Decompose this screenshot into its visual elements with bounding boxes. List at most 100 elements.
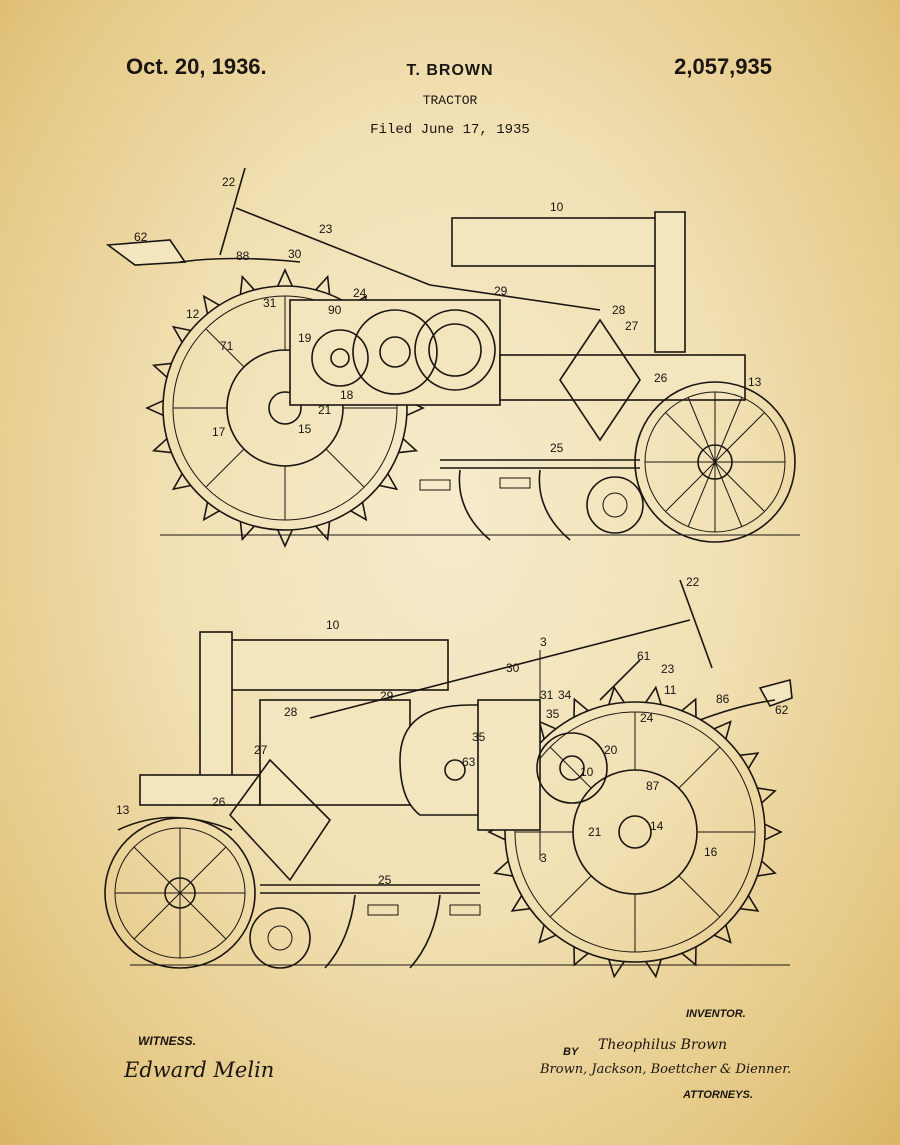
- reference-numeral: 22: [222, 175, 236, 189]
- patent-number: 2,057,935: [674, 54, 772, 79]
- seat-bottom: [758, 678, 793, 707]
- wheel-lug: [739, 752, 760, 769]
- reference-numeral: 31: [540, 688, 554, 702]
- reference-numeral: 23: [319, 222, 333, 236]
- wheel-lug: [739, 895, 760, 912]
- reference-numeral: 21: [588, 825, 602, 839]
- wheel-lug: [276, 268, 294, 287]
- wheel-lug: [713, 720, 732, 740]
- wheel-lug: [681, 697, 697, 718]
- hood-bottom: [227, 639, 449, 691]
- attorneys-signature: Brown, Jackson, Boettcher & Dienner.: [540, 1062, 792, 1077]
- wheel-lug: [645, 959, 662, 979]
- wheel-lug: [764, 823, 783, 841]
- reference-numeral: 90: [328, 303, 342, 317]
- rear-wheel-bottom: [487, 685, 783, 979]
- wheel-lug: [239, 274, 255, 295]
- reference-numeral: 13: [748, 375, 762, 389]
- reference-numeral: 88: [236, 249, 250, 263]
- wheel-lug: [171, 325, 191, 343]
- reference-numeral: 62: [775, 703, 789, 717]
- reference-numeral: 27: [625, 319, 639, 333]
- frame-top: [499, 354, 746, 401]
- reference-numeral: 10: [550, 200, 564, 214]
- steering-wheel-top: [219, 167, 246, 256]
- reference-numeral: 28: [284, 705, 298, 719]
- transmission-housing-bottom: [399, 704, 501, 816]
- wheel-lug: [398, 438, 419, 454]
- reference-numeral: 35: [546, 707, 560, 721]
- reference-numeral: 16: [704, 845, 718, 859]
- by-label: BY: [563, 1046, 579, 1058]
- wheel-lug: [151, 362, 172, 378]
- gear-case-bottom: [477, 699, 541, 831]
- wheel-lug: [202, 502, 220, 522]
- witness-signature: Edward Melin: [124, 1058, 275, 1082]
- reference-numeral: 25: [550, 441, 564, 455]
- reference-numeral: 10: [326, 618, 340, 632]
- wheel-lug: [573, 697, 589, 718]
- patent-date: Oct. 20, 1936.: [126, 54, 267, 79]
- reference-numeral: 18: [340, 388, 354, 402]
- wheel-lug: [151, 438, 172, 454]
- reference-numeral: 26: [212, 795, 226, 809]
- wheel-lug: [315, 521, 331, 542]
- wheel-lug: [202, 294, 220, 314]
- wheel-lug: [645, 685, 662, 705]
- hood-top: [451, 217, 661, 267]
- reference-numeral: 71: [220, 339, 234, 353]
- reference-numeral: 86: [716, 692, 730, 706]
- reference-numeral: 61: [637, 649, 651, 663]
- wheel-lug: [239, 521, 255, 542]
- inventor-name: T. BROWN: [406, 62, 494, 79]
- reference-numeral: 22: [686, 575, 700, 589]
- wheel-lug: [757, 860, 777, 877]
- reference-numeral: 3: [540, 635, 547, 649]
- filed-date: Filed June 17, 1935: [370, 122, 530, 138]
- reference-numeral: 13: [116, 803, 130, 817]
- reference-numeral: 19: [298, 331, 312, 345]
- radiator-bottom: [199, 631, 233, 778]
- reference-numeral: 29: [494, 284, 508, 298]
- reference-numeral: 30: [506, 661, 520, 675]
- wheel-lug: [315, 274, 331, 295]
- reference-numeral: 10: [580, 765, 594, 779]
- inventor-signature: Theophilus Brown: [598, 1037, 728, 1053]
- reference-numeral: 30: [288, 247, 302, 261]
- radiator-top: [654, 211, 686, 353]
- reference-numeral: 28: [612, 303, 626, 317]
- patent-subject: TRACTOR: [422, 93, 478, 108]
- wheel-lug: [608, 685, 625, 705]
- reference-numeral: 63: [462, 755, 476, 769]
- wheel-lug: [350, 502, 368, 522]
- wheel-lug: [681, 946, 697, 967]
- inventor-label: INVENTOR.: [686, 1008, 746, 1020]
- wheel-lug: [276, 529, 294, 548]
- reference-numeral: 27: [254, 743, 268, 757]
- reference-numeral: 29: [380, 689, 394, 703]
- wheel-lug: [608, 959, 625, 979]
- reference-numeral: 87: [646, 779, 660, 793]
- reference-numeral: 24: [640, 711, 654, 725]
- reference-numeral: 21: [318, 403, 332, 417]
- wheel-lug: [171, 473, 191, 491]
- reference-numeral: 35: [472, 730, 486, 744]
- reference-numeral: 25: [378, 873, 392, 887]
- wheel-lug: [757, 787, 777, 804]
- reference-numeral: 17: [212, 425, 226, 439]
- figure-bottom: [104, 579, 793, 979]
- front-wheel-top: [634, 381, 796, 543]
- reference-numeral: 12: [186, 307, 200, 321]
- reference-numeral: 31: [263, 296, 277, 310]
- reference-numeral: 15: [298, 422, 312, 436]
- engine-block-top: [289, 299, 501, 406]
- reference-numeral: 11: [664, 683, 677, 697]
- wheel-lug: [538, 924, 557, 944]
- wheel-lug: [510, 895, 531, 912]
- reference-numeral: 34: [558, 688, 572, 702]
- reference-numeral: 3: [540, 851, 547, 865]
- reference-numeral: 62: [134, 230, 148, 244]
- figure-top: [105, 167, 800, 548]
